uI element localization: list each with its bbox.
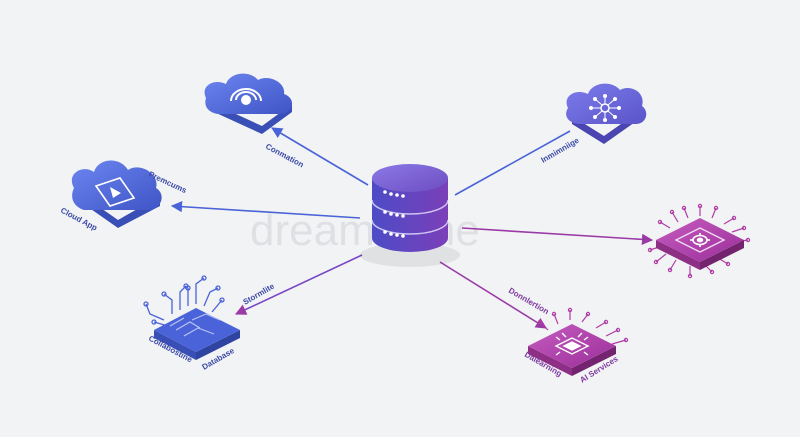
chip-node-bottom-right[interactable]: Donnlertion Dalearning AI Services	[507, 286, 629, 385]
signal-icon	[230, 88, 262, 105]
connector-right	[461, 227, 654, 245]
video-play-icon	[94, 177, 136, 207]
connector-left	[170, 201, 361, 219]
chip-node-right[interactable]	[647, 203, 751, 279]
connector-top-right	[454, 130, 571, 196]
ai-chip-icon	[554, 332, 590, 356]
connector-top-left	[271, 127, 369, 186]
chip-pins-bottom-right	[537, 307, 629, 345]
cloud-node-top-left[interactable]: Conmation	[204, 73, 306, 170]
circuit-icon	[143, 275, 225, 327]
circuit-traces-top	[169, 313, 221, 337]
database-hub[interactable]	[360, 164, 460, 267]
neural-network-icon	[589, 94, 621, 122]
chip-bottom-right-label-top: Donnlertion	[507, 286, 550, 316]
connectors	[170, 127, 654, 329]
cloud-node-top-right[interactable]: Inmimniige	[540, 83, 647, 165]
cloud-node-left[interactable]: Premcums Cloud App	[59, 160, 189, 233]
cloud-top-left-label: Conmation	[264, 142, 305, 170]
connector-bottom-right	[439, 261, 547, 329]
cloud-top-right-label: Inmimniige	[540, 136, 582, 165]
chip-pins	[647, 203, 751, 279]
database-icon	[383, 190, 405, 238]
gear-chip-icon	[690, 233, 710, 247]
connector-bottom-left	[234, 254, 363, 315]
chip-node-bottom-left[interactable]: Stormlite Collabostine Database	[143, 275, 277, 372]
